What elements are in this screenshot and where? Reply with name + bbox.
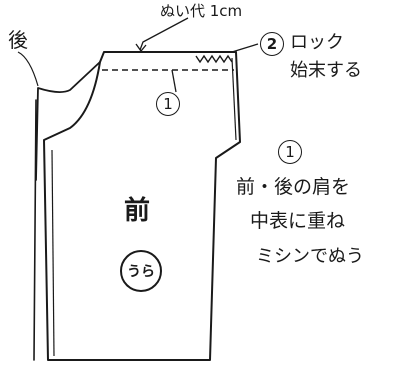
step2-text-line2: 始末する [290,60,362,81]
seam-allowance-arrowhead [135,43,147,53]
front-piece-inner-left [51,149,55,357]
step1-piece-number: 1 [163,95,173,113]
step2-text-line1: ロック [290,32,344,53]
back-label-leader [17,51,39,87]
step2-arrow [231,43,259,53]
front-piece-outline [43,51,241,361]
step2-number-badge: 2 [260,32,284,56]
step2-number: 2 [266,35,278,53]
note-line3: ミシンでぬう [256,246,364,267]
seam-allowance-label: ぬい代 1cm [160,2,243,20]
seam-allowance-arrow [139,17,189,51]
reverse-side-badge: うら [120,250,162,292]
overlock-zigzag [195,54,233,64]
note-line1: 前・後の肩を [236,176,351,198]
step1-marker [171,69,177,93]
back-piece-edge-left [33,99,37,361]
step1-piece-number-badge: 1 [156,92,180,116]
back-piece-outline [35,61,101,181]
step1-note-number: 1 [285,143,295,161]
step1-note-number-badge: 1 [278,140,302,164]
back-label: 後 [8,28,28,52]
front-piece-inner-right [231,57,237,141]
note-line2: 中表に重ね [250,210,346,232]
reverse-side-label: うら [127,264,155,280]
front-label: 前 [124,196,151,226]
